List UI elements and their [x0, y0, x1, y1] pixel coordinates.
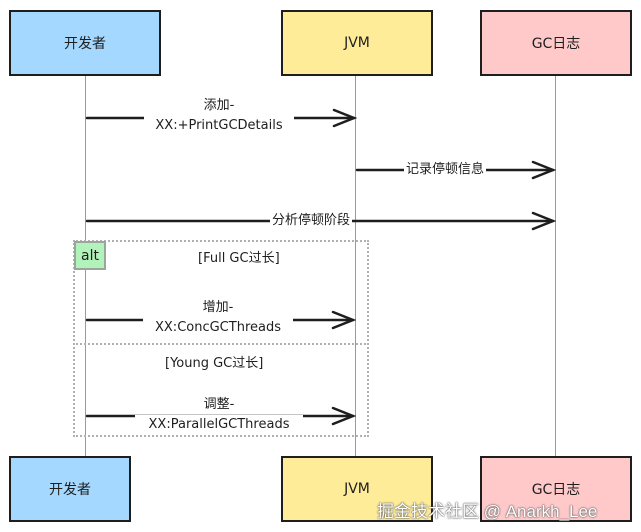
message-label-parallel-gc-threads: 调整- XX:ParallelGCThreads: [135, 395, 303, 435]
participant-developer-top: 开发者: [9, 10, 161, 76]
alt-frame-separator: [73, 343, 369, 345]
alt-frame: [73, 240, 369, 437]
message-line2: XX:ParallelGCThreads: [135, 415, 303, 435]
participant-gc-log-bottom: GC日志: [480, 456, 632, 522]
alt-guard-full-gc: [Full GC过长]: [198, 251, 280, 266]
alt-guard-young-gc: [Young GC过长]: [165, 356, 264, 371]
message-line1: 增加-: [202, 300, 234, 315]
participant-gc-log-top: GC日志: [480, 10, 632, 76]
message-label-analyze-pause: 分析停顿阶段: [270, 211, 353, 231]
watermark: 掘金技术社区 @ Anarkh_Lee: [377, 502, 598, 521]
message-line1: 添加-: [203, 98, 235, 113]
participant-jvm-bottom: JVM: [281, 456, 433, 522]
alt-tag: alt: [74, 241, 106, 270]
message-label-conc-gc-threads: 增加- XX:ConcGCThreads: [143, 298, 293, 338]
message-label-record-pause: 记录停顿信息: [404, 160, 487, 180]
arrowhead-analyze-pause: [531, 211, 557, 231]
message-line2: XX:+PrintGCDetails: [144, 116, 294, 136]
arrowhead-parallel-gc-threads: [331, 406, 357, 426]
message-line2: XX:ConcGCThreads: [143, 318, 293, 338]
message-line1: 调整-: [203, 397, 235, 412]
participant-jvm-top: JVM: [281, 10, 433, 76]
arrowhead-record-pause: [531, 160, 557, 180]
arrowhead-conc-gc-threads: [331, 310, 357, 330]
arrowhead-add-printgcdetails: [332, 108, 358, 128]
message-label-add-printgcdetails: 添加- XX:+PrintGCDetails: [144, 96, 294, 136]
participant-developer-bottom: 开发者: [9, 456, 131, 522]
jvm-lifeline: [355, 75, 356, 457]
gc-log-lifeline: [555, 75, 556, 457]
